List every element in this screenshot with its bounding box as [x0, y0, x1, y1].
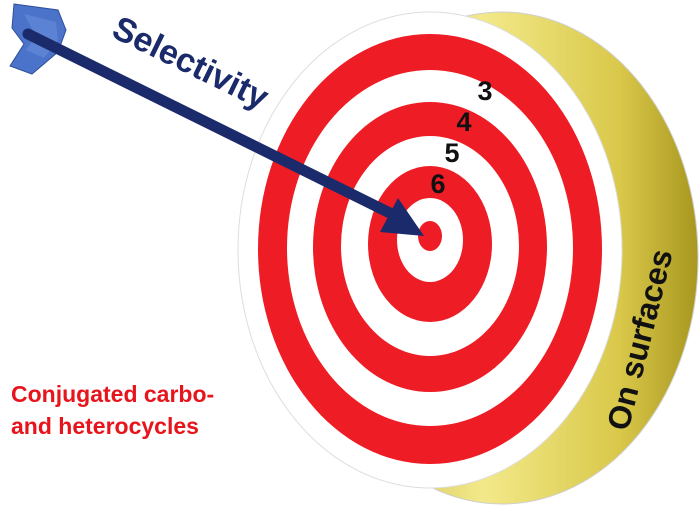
arrow-shaft: [22, 28, 402, 222]
heterocycles-label-line-1: Conjugated carbo-: [11, 381, 215, 407]
ring-number-5: 5: [444, 138, 459, 168]
target-face: [237, 11, 623, 489]
ring-number-3: 3: [477, 76, 492, 106]
arrow-head-icon: [380, 198, 424, 236]
ring-number-6: 6: [430, 169, 445, 199]
ring-numbers: 3 4 5 6: [430, 76, 492, 199]
arrow-label: Selectivity: [106, 9, 274, 117]
heterocycles-label-line-2: and heterocycles: [11, 413, 199, 439]
ring-number-4: 4: [456, 107, 471, 137]
ring-red-bullseye: [418, 221, 442, 251]
selectivity-arrow: [9, 3, 424, 236]
